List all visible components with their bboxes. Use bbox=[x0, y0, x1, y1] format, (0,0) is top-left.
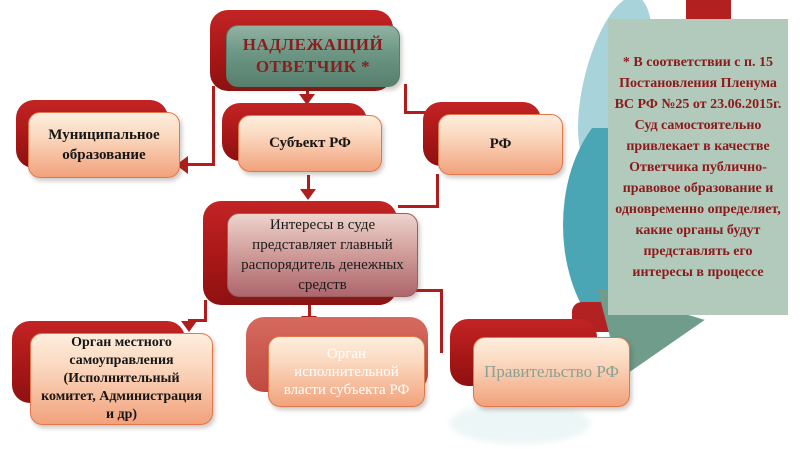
node-government-rf: Правительство РФ bbox=[473, 337, 630, 407]
arrowhead-middle bbox=[300, 189, 316, 200]
node-subject-rf-label: Субъект РФ bbox=[269, 135, 351, 151]
connector-root-to-subject bbox=[306, 86, 309, 96]
node-executive-body: Орган исполнительной власти субъекта РФ bbox=[268, 336, 425, 407]
connector-rf-to-middle-horiz bbox=[398, 205, 439, 208]
node-municipal-formation: Муниципальное образование bbox=[28, 112, 180, 178]
connector-root-to-rf-vert bbox=[404, 84, 407, 114]
background-blob bbox=[450, 402, 590, 444]
red-square-decoration bbox=[686, 0, 731, 20]
node-municipal-formation-label: Муниципальное образование bbox=[48, 126, 160, 163]
connector-subject-to-middle bbox=[307, 175, 310, 191]
node-executive-body-label: Орган исполнительной власти субъекта РФ bbox=[283, 345, 410, 398]
node-rf: РФ bbox=[438, 114, 563, 175]
node-proper-defendant: НАДЛЕЖАЩИЙ ОТВЕТЧИК * bbox=[226, 25, 400, 87]
connector-middle-to-government-horiz bbox=[416, 289, 443, 292]
note-text: * В соответствии с п. 15 Постановления П… bbox=[614, 54, 782, 280]
connector-root-to-rf-horiz bbox=[404, 111, 428, 114]
connector-middle-to-executive bbox=[308, 302, 311, 318]
connector-middle-to-government-vert bbox=[440, 289, 443, 353]
connector-root-to-municipal-vert bbox=[212, 86, 215, 166]
arrowhead-local bbox=[181, 321, 197, 332]
arrowhead-subject bbox=[299, 94, 315, 105]
connector-root-to-municipal-horiz bbox=[188, 163, 215, 166]
node-local-government-label: Орган местного самоуправления (Исполните… bbox=[41, 334, 202, 423]
node-local-government: Орган местного самоуправления (Исполните… bbox=[30, 333, 213, 425]
teal-circle-decoration bbox=[563, 128, 609, 316]
node-government-rf-label: Правительство РФ bbox=[484, 362, 619, 382]
node-court-interests: Интересы в суде представляет главный рас… bbox=[227, 213, 418, 297]
node-proper-defendant-label: НАДЛЕЖАЩИЙ ОТВЕТЧИК * bbox=[242, 34, 384, 76]
connector-middle-to-local-horiz bbox=[188, 319, 207, 322]
connector-rf-to-middle-vert bbox=[436, 174, 439, 208]
teal-circle-clip bbox=[560, 128, 609, 316]
node-subject-rf: Субъект РФ bbox=[238, 115, 382, 172]
node-court-interests-label: Интересы в суде представляет главный рас… bbox=[241, 216, 404, 294]
node-rf-label: РФ bbox=[489, 136, 512, 152]
note-callout: * В соответствии с п. 15 Постановления П… bbox=[608, 19, 788, 315]
connector-middle-to-local-vert bbox=[204, 300, 207, 322]
